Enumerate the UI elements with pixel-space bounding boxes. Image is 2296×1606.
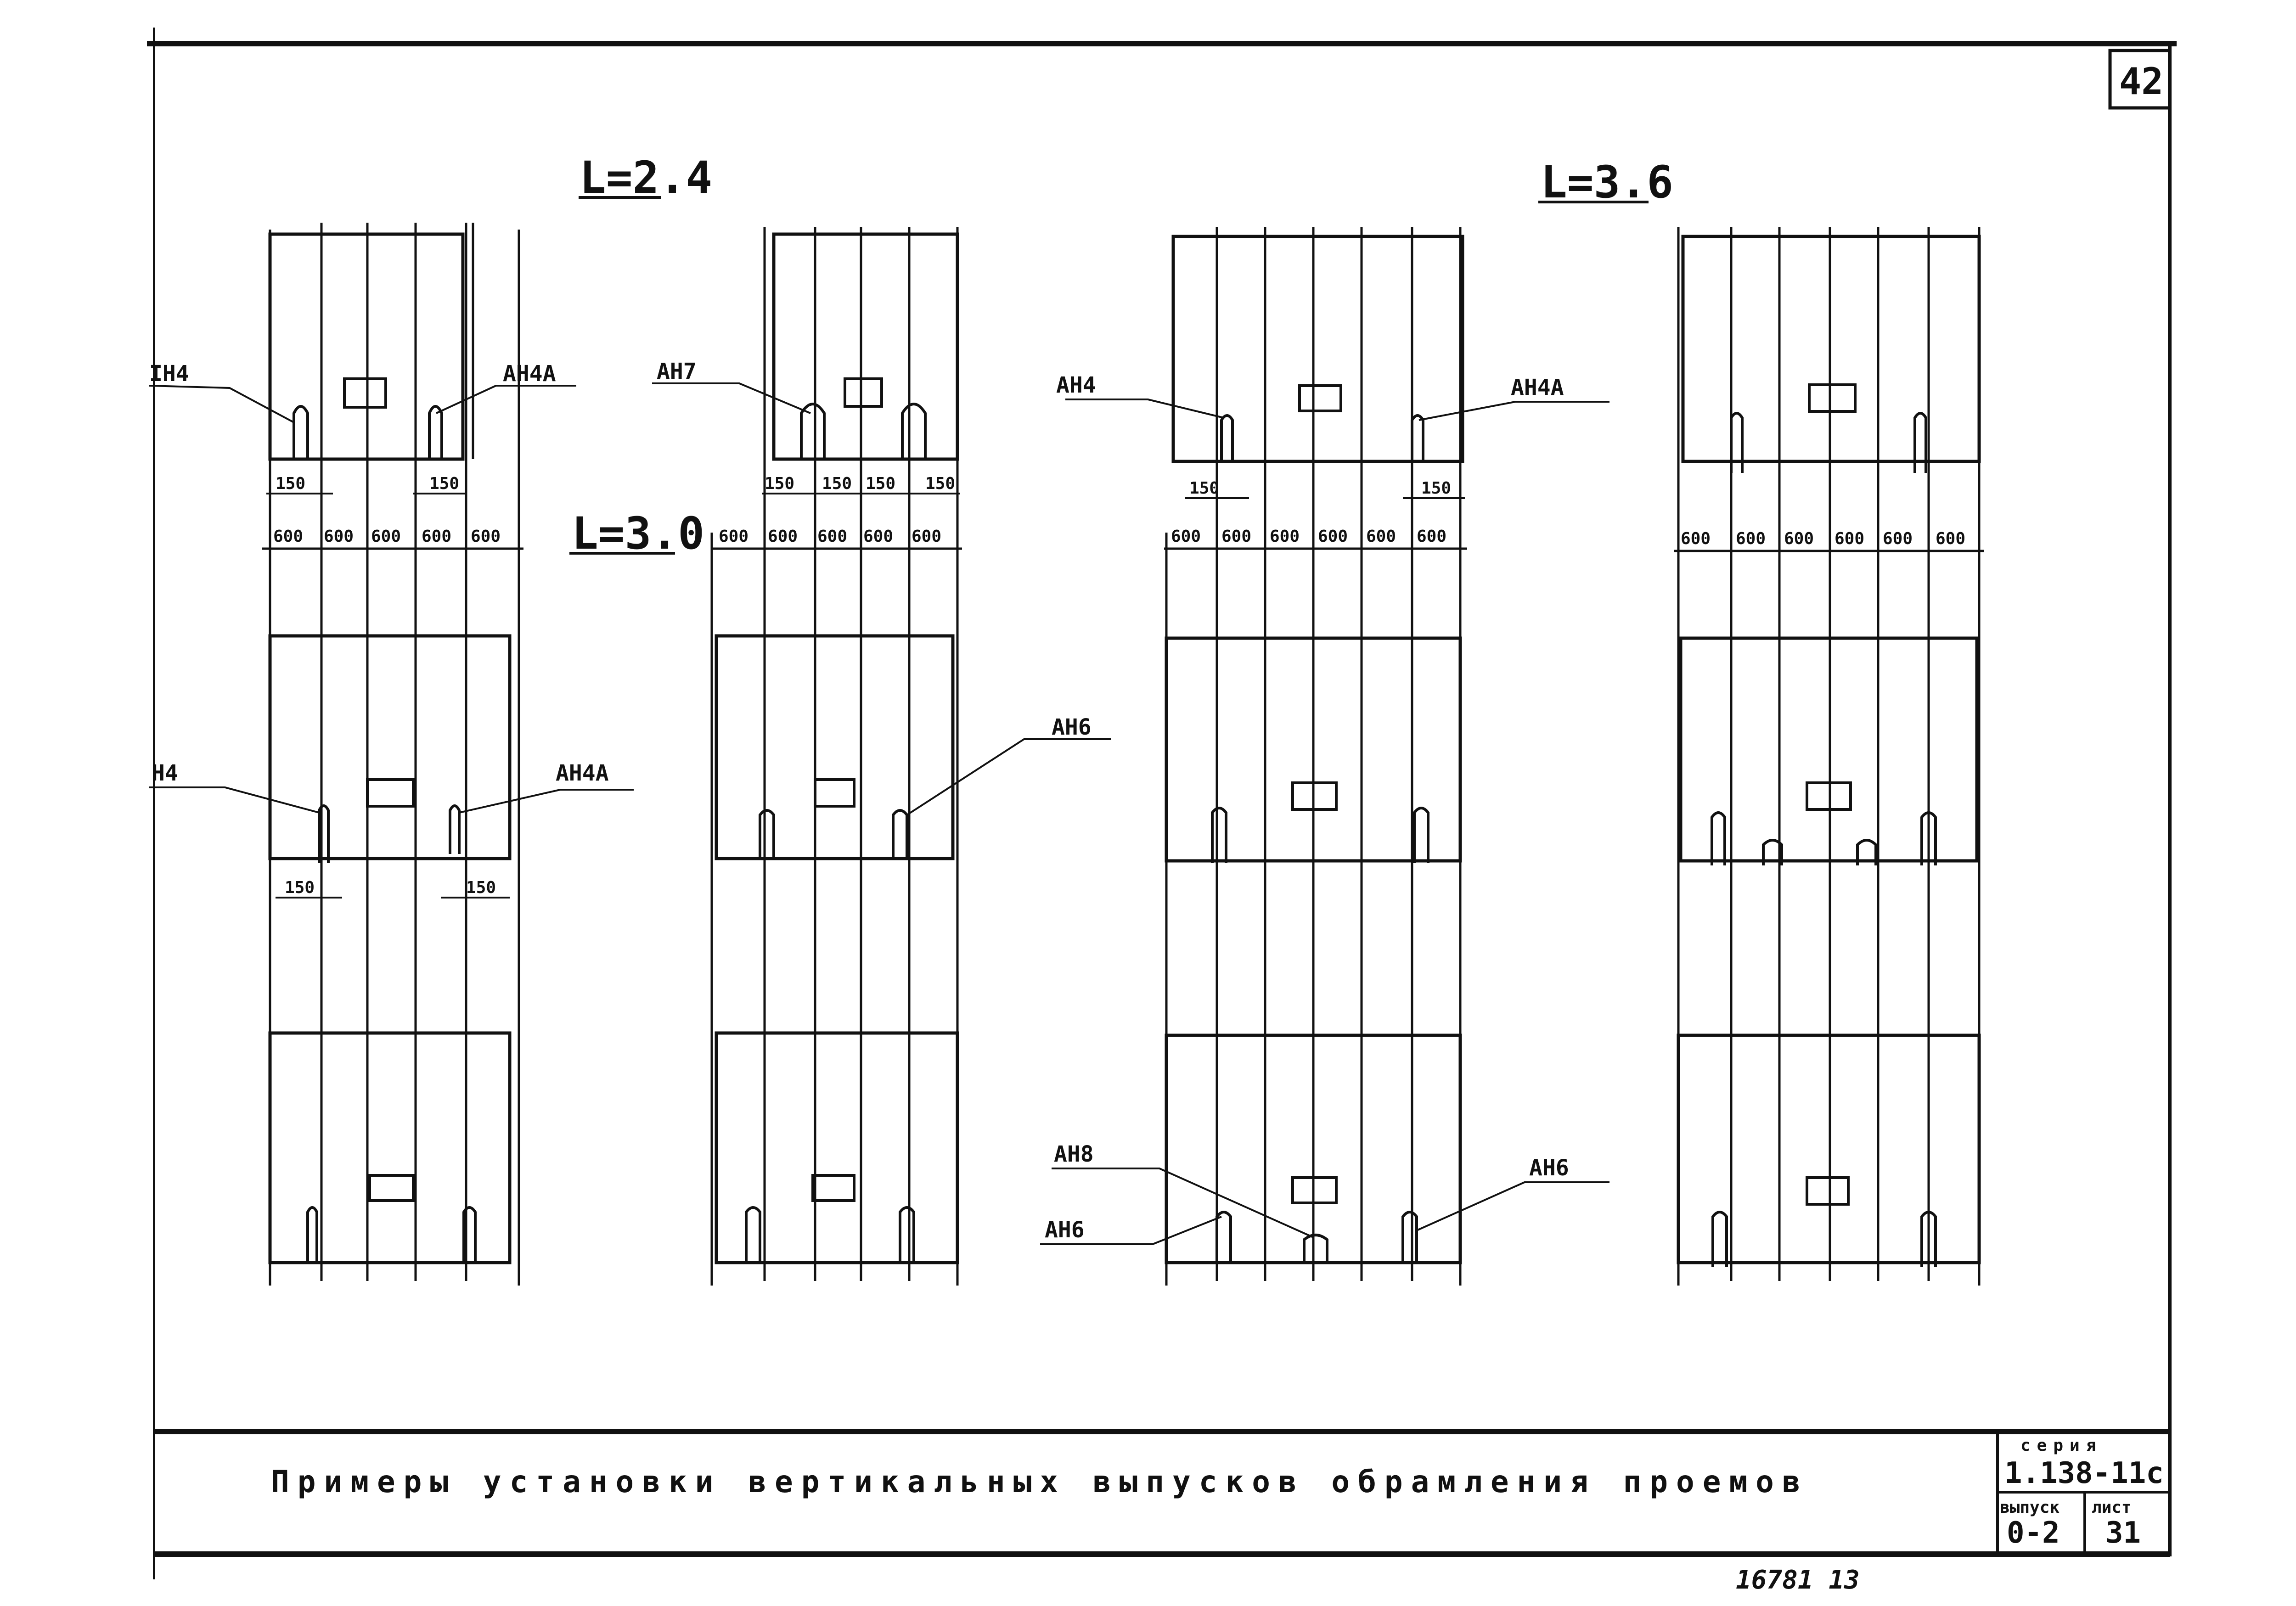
dim-600: 600 <box>324 527 354 546</box>
dim-600: 600 <box>817 527 847 546</box>
dim-600: 600 <box>422 527 451 546</box>
panel-4 <box>1674 227 1984 1286</box>
series-label: серия <box>2020 1436 2102 1455</box>
panel-2 <box>652 227 1111 1286</box>
dim-150: 150 <box>429 474 459 493</box>
dim-150: 150 <box>765 474 794 493</box>
sheet-label: лист <box>2092 1498 2132 1517</box>
dim-150: 150 <box>276 474 305 493</box>
dim-600: 600 <box>1681 529 1711 548</box>
dim-150: 150 <box>466 878 496 897</box>
series-value: 1.138-11с <box>2004 1456 2164 1490</box>
dim-150: 150 <box>1421 479 1451 498</box>
dim-600: 600 <box>1171 527 1201 546</box>
sheet-number: 42 <box>2119 60 2163 103</box>
dim-600: 600 <box>371 527 401 546</box>
dim-150: 150 <box>925 474 955 493</box>
label-ah6-p3-right: AH6 <box>1529 1155 1569 1181</box>
dim-150: 150 <box>285 878 315 897</box>
dim-600: 600 <box>1417 527 1446 546</box>
title-l24: L=2.4 <box>580 152 712 203</box>
issue-label: выпуск <box>2000 1498 2060 1517</box>
label-ah4a-2: AH4A <box>556 760 609 786</box>
dim-600: 600 <box>273 527 303 546</box>
dim-150: 150 <box>822 474 852 493</box>
sheet-value: 31 <box>2105 1516 2141 1550</box>
dim-600: 600 <box>1270 527 1300 546</box>
title-l30: L=3.0 <box>572 508 704 559</box>
label-ah8: AH8 <box>1054 1141 1094 1167</box>
dim-600: 600 <box>1736 529 1766 548</box>
dim-600: 600 <box>768 527 798 546</box>
footer-note: 16781 13 <box>1736 1565 1860 1595</box>
label-h4: H4 <box>152 760 178 786</box>
dim-600: 600 <box>1936 529 1965 548</box>
dim-150: 150 <box>1189 479 1219 498</box>
dim-600: 600 <box>719 527 748 546</box>
dim-600: 600 <box>1221 527 1251 546</box>
label-ah4-p3: AH4 <box>1056 372 1096 398</box>
label-ah6-p3-left: AH6 <box>1045 1217 1085 1243</box>
dim-600: 600 <box>1366 527 1396 546</box>
dim-150: 150 <box>866 474 895 493</box>
dim-600: 600 <box>1883 529 1913 548</box>
label-ah4a-p3: AH4A <box>1511 375 1564 400</box>
label-ah4a-1: AH4A <box>503 361 556 387</box>
label-ah7: AH7 <box>657 359 697 384</box>
dim-600: 600 <box>471 527 501 546</box>
panel-1 <box>149 223 634 1286</box>
label-ih4: IH4 <box>149 361 189 387</box>
drawing-title: Примеры установки вертикальных выпусков … <box>271 1464 1809 1499</box>
dim-600: 600 <box>912 527 941 546</box>
issue-value: 0-2 <box>2007 1516 2060 1550</box>
title-l36: L=3.6 <box>1541 157 1673 208</box>
dim-600: 600 <box>1835 529 1864 548</box>
label-ah6-p2: AH6 <box>1052 714 1092 740</box>
panel-3 <box>1040 227 1609 1286</box>
dim-600: 600 <box>1784 529 1814 548</box>
dim-600: 600 <box>863 527 893 546</box>
dim-600: 600 <box>1318 527 1348 546</box>
